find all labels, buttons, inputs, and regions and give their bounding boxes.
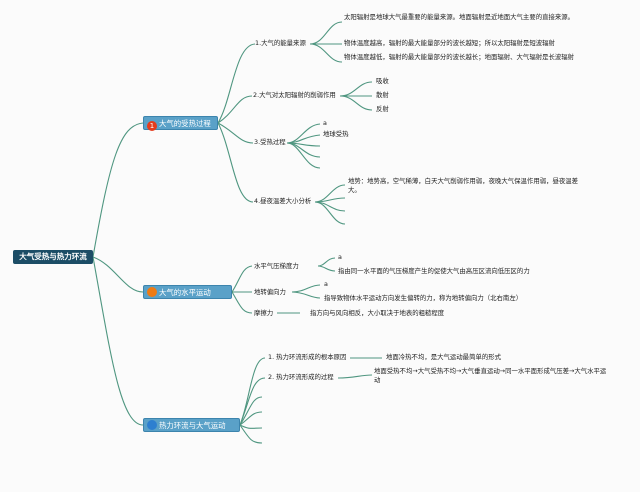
number-badge-icon: 1 [147, 121, 157, 131]
leaf-text: a [338, 253, 342, 261]
blue-globe-icon [147, 420, 157, 430]
subtopic-pressure-gradient[interactable]: 水平气压梯度力 [254, 262, 299, 270]
leaf-text: 吸收 [376, 77, 389, 85]
leaf-text: 地面受热不均→大气受热不均→大气垂直运动→同一水平面形成气压差→大气水平运动 [374, 367, 607, 384]
subtopic-heating-process[interactable]: 3.受热过程 [254, 138, 286, 146]
subtopic-energy-source[interactable]: 1.大气的能量来源 [255, 39, 306, 47]
root-topic[interactable]: 大气受热与热力环流 [13, 250, 93, 264]
branch-title: 大气的水平运动 [159, 288, 211, 297]
leaf-text: 指方向与风向相反，大小取决于地表的粗糙程度 [310, 309, 445, 317]
leaf-text: 指由同一水平面的气压梯度产生的促使大气由高压区流向低压区的力 [338, 267, 530, 275]
leaf-text: 散射 [376, 91, 389, 99]
subtopic-root-cause[interactable]: 1. 热力环流形成的根本原因 [268, 353, 347, 361]
branch-title: 大气的受热过程 [159, 119, 211, 128]
leaf-text: 反射 [376, 105, 389, 113]
leaf-text: a [323, 119, 327, 127]
branch-horizontal-motion[interactable]: 大气的水平运动 [143, 285, 232, 299]
leaf-text: 物体温度越低，辐射的最大能量部分的波长越长；地面辐射、大气辐射是长波辐射 [344, 53, 575, 61]
leaf-text: 地球受热 [323, 130, 349, 138]
branch-title: 热力环流与大气运动 [159, 421, 226, 430]
leaf-text: 地面冷热不均，是大气运动最简单的形式 [386, 353, 502, 361]
leaf-text: a [324, 280, 328, 288]
branch-thermal-circulation[interactable]: 热力环流与大气运动 [143, 418, 240, 432]
orange-circle-icon [147, 287, 157, 297]
subtopic-friction[interactable]: 摩擦力 [254, 309, 274, 317]
subtopic-formation-process[interactable]: 2. 热力环流形成的过程 [268, 373, 334, 381]
subtopic-coriolis[interactable]: 地转偏向力 [254, 288, 286, 296]
subtopic-day-night-range[interactable]: 4.昼夜温差大小分析 [254, 197, 312, 205]
leaf-text: 物体温度越高，辐射的最大能量部分的波长越短；所以太阳辐射是短波辐射 [344, 39, 555, 47]
leaf-text: 太阳辐射是地球大气最重要的能量来源。地面辐射是近地面大气主要的直接来源。 [344, 13, 575, 21]
subtopic-weakening[interactable]: 2.大气对太阳辐射的削弱作用 [253, 91, 336, 99]
leaf-text: 指导致物体水平运动方向发生偏转的力，称为地转偏向力（北右南左） [324, 294, 523, 302]
leaf-text: 地势：地势高，空气稀薄，白天大气削弱作用弱，夜晚大气保温作用弱，昼夜温差大。 [348, 177, 579, 194]
